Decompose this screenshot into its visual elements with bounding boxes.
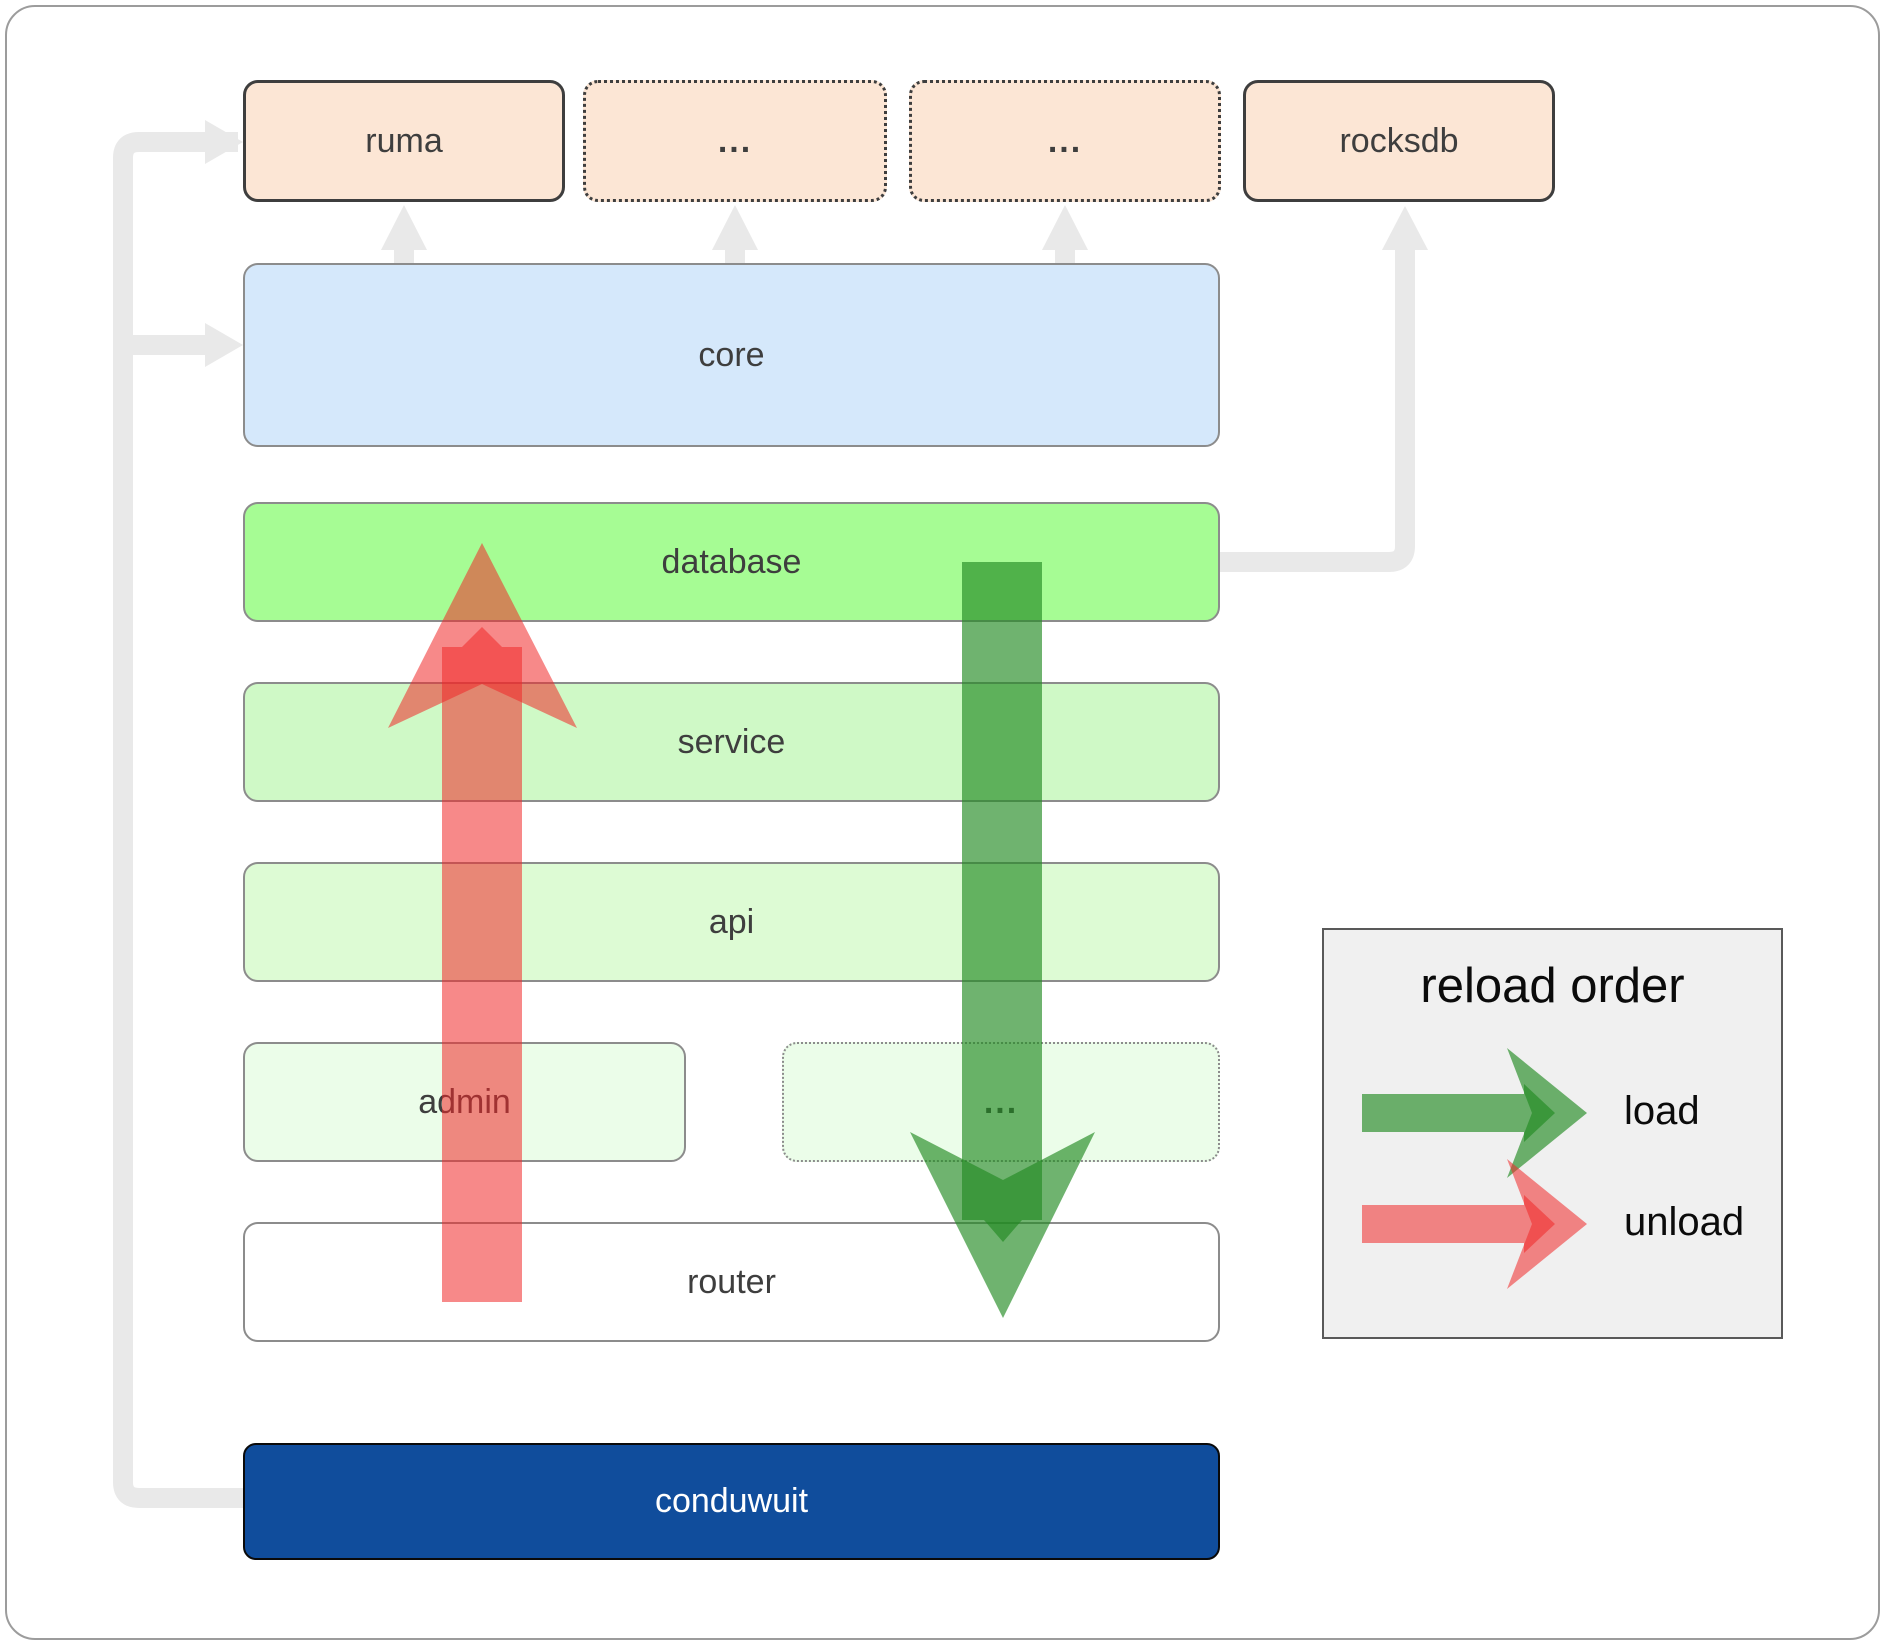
box-core-label: core <box>698 335 765 374</box>
arrow-core-to-ruma-head <box>381 205 427 250</box>
legend-unload-arrow <box>1362 1159 1587 1289</box>
legend-load-arrow-head <box>1507 1048 1587 1178</box>
box-ruma-label: ruma <box>365 121 443 160</box>
box-database-label: database <box>661 542 802 581</box>
box-conduwuit-label: conduwuit <box>654 1482 809 1520</box>
arrowhead-into-rocksdb <box>1382 206 1428 250</box>
arrowhead-into-ruma <box>205 120 243 164</box>
box-database: database <box>243 502 1220 622</box>
rail-database-to-rocksdb <box>1220 246 1415 572</box>
box-crate-ellipsis-2: ... <box>909 80 1221 202</box>
box-rocksdb: rocksdb <box>1243 80 1555 202</box>
box-crate-ellipsis-2-label: ... <box>1047 121 1083 160</box>
box-router: router <box>243 1222 1220 1342</box>
rail-conduwuit-loop <box>113 132 262 1508</box>
arrow-core-to-dots2-head <box>1042 205 1088 250</box>
box-admin-label: admin <box>418 1082 511 1121</box>
box-ruma: ruma <box>243 80 565 202</box>
box-api: api <box>243 862 1220 982</box>
box-admin: admin <box>243 1042 686 1162</box>
box-service: service <box>243 682 1220 802</box>
legend-load-arrow-shaft <box>1362 1084 1555 1142</box>
page-border <box>5 5 1880 1640</box>
box-api-label: api <box>708 902 755 941</box>
legend-unload-arrow-shaft <box>1362 1195 1555 1253</box>
arrowhead-into-core <box>205 323 243 367</box>
box-rocksdb-label: rocksdb <box>1339 121 1459 160</box>
box-crate-ellipsis-1: ... <box>583 80 887 202</box>
box-conduwuit: conduwuit <box>243 1443 1220 1560</box>
legend-reload-order: reload order load unload <box>1322 928 1783 1339</box>
box-admin-ellipsis: ... <box>782 1042 1220 1162</box>
legend-load-arrow <box>1362 1048 1587 1178</box>
legend-unload-label: unload <box>1624 1200 1745 1244</box>
legend-load-label: load <box>1624 1089 1700 1133</box>
box-crate-ellipsis-1-label: ... <box>717 121 753 160</box>
arrow-core-to-dots1-head <box>712 205 758 250</box>
legend-unload-arrow-head <box>1507 1159 1587 1289</box>
box-service-label: service <box>677 722 786 761</box>
legend-title: reload order <box>1420 959 1685 1013</box>
box-core: core <box>243 263 1220 447</box>
box-router-label: router <box>687 1262 776 1301</box>
box-admin-ellipsis-label: ... <box>983 1082 1019 1121</box>
